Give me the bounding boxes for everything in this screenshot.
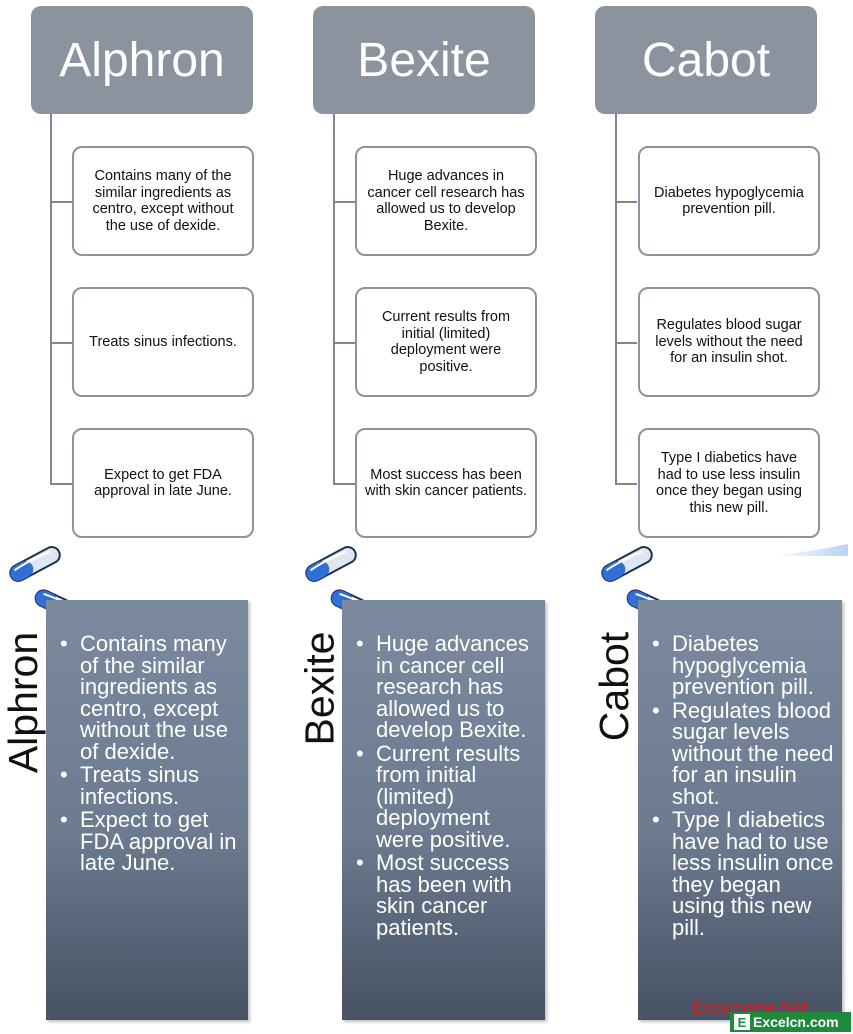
bullet-item: Contains many of the similar ingredients… xyxy=(60,633,240,763)
info-box-text: Most success has been with skin cancer p… xyxy=(365,466,527,500)
bullet-list: Contains many of the similar ingredients… xyxy=(46,600,248,874)
info-box: Expect to get FDA approval in late June. xyxy=(72,428,254,538)
bullet-item: Expect to get FDA approval in late June. xyxy=(60,809,240,874)
bullet-list: Diabetes hypoglycemia prevention pill. R… xyxy=(638,600,842,938)
connector-line xyxy=(50,114,52,484)
connector-branch xyxy=(50,201,72,203)
bullet-panel-cabot: Diabetes hypoglycemia prevention pill. R… xyxy=(638,600,842,1020)
info-box-text: Diabetes hypoglycemia prevention pill. xyxy=(654,184,804,218)
info-box-text: Huge advances in cancer cell research ha… xyxy=(367,168,525,234)
connector-branch xyxy=(615,342,637,344)
bullet-item: Treats sinus infections. xyxy=(60,764,240,808)
bullet-item: Type I diabetics have had to use less in… xyxy=(652,809,834,939)
header-bexite: Bexite xyxy=(313,6,535,114)
swoosh-decoration xyxy=(770,544,848,556)
info-box: Most success has been with skin cancer p… xyxy=(355,428,537,538)
connector-branch xyxy=(615,483,637,485)
connector-branch xyxy=(333,201,355,203)
info-box: Huge advances in cancer cell research ha… xyxy=(355,146,537,256)
connector-line xyxy=(333,114,335,484)
info-box-text: Expect to get FDA approval in late June. xyxy=(94,466,232,500)
watermark-logo-icon: E xyxy=(734,1014,750,1030)
header-cabot: Cabot xyxy=(595,6,817,114)
bullet-item: Most success has been with skin cancer p… xyxy=(356,852,537,939)
connector-branch xyxy=(615,201,637,203)
watermark-badge-text: Excelcn.com xyxy=(753,1014,839,1030)
watermark-badge: E Excelcn.com xyxy=(730,1012,851,1032)
pill-icon xyxy=(305,546,357,582)
header-title: Cabot xyxy=(641,33,771,87)
info-box-text: Contains many of the similar ingredients… xyxy=(92,168,234,234)
header-alphron: Alphron xyxy=(31,6,253,114)
info-box: Type I diabetics have had to use less in… xyxy=(638,428,820,538)
info-box: Treats sinus infections. xyxy=(72,287,254,397)
bullet-panel-bexite: Huge advances in cancer cell research ha… xyxy=(342,600,545,1020)
info-box-text: Treats sinus infections. xyxy=(89,333,237,350)
pill-icon xyxy=(601,546,653,582)
connector-branch xyxy=(50,342,72,344)
bullet-item: Huge advances in cancer cell research ha… xyxy=(356,633,537,741)
info-box: Diabetes hypoglycemia prevention pill. xyxy=(638,146,820,256)
connector-line xyxy=(615,114,617,484)
info-box: Contains many of the similar ingredients… xyxy=(72,146,254,256)
vertical-label-bexite: Bexite xyxy=(296,631,343,745)
info-box: Current results from initial (limited) d… xyxy=(355,287,537,397)
info-box-text: Type I diabetics have had to use less in… xyxy=(656,450,802,516)
bullet-item: Regulates blood sugar levels without the… xyxy=(652,699,834,808)
connector-branch xyxy=(333,342,355,344)
bullet-item: Current results from initial (limited) d… xyxy=(356,742,537,851)
bullet-item: Diabetes hypoglycemia prevention pill. xyxy=(652,633,834,698)
header-title: Alphron xyxy=(59,33,225,87)
bullet-panel-alphron: Contains many of the similar ingredients… xyxy=(46,600,248,1020)
pill-icon xyxy=(9,546,61,582)
info-box-text: Regulates blood sugar levels without the… xyxy=(655,317,803,367)
vertical-label-cabot: Cabot xyxy=(591,631,638,741)
bullet-list: Huge advances in cancer cell research ha… xyxy=(342,600,545,938)
connector-branch xyxy=(333,483,355,485)
info-box-text: Current results from initial (limited) d… xyxy=(381,309,511,375)
connector-branch xyxy=(50,483,72,485)
info-box: Regulates blood sugar levels without the… xyxy=(638,287,820,397)
header-title: Bexite xyxy=(357,33,491,87)
